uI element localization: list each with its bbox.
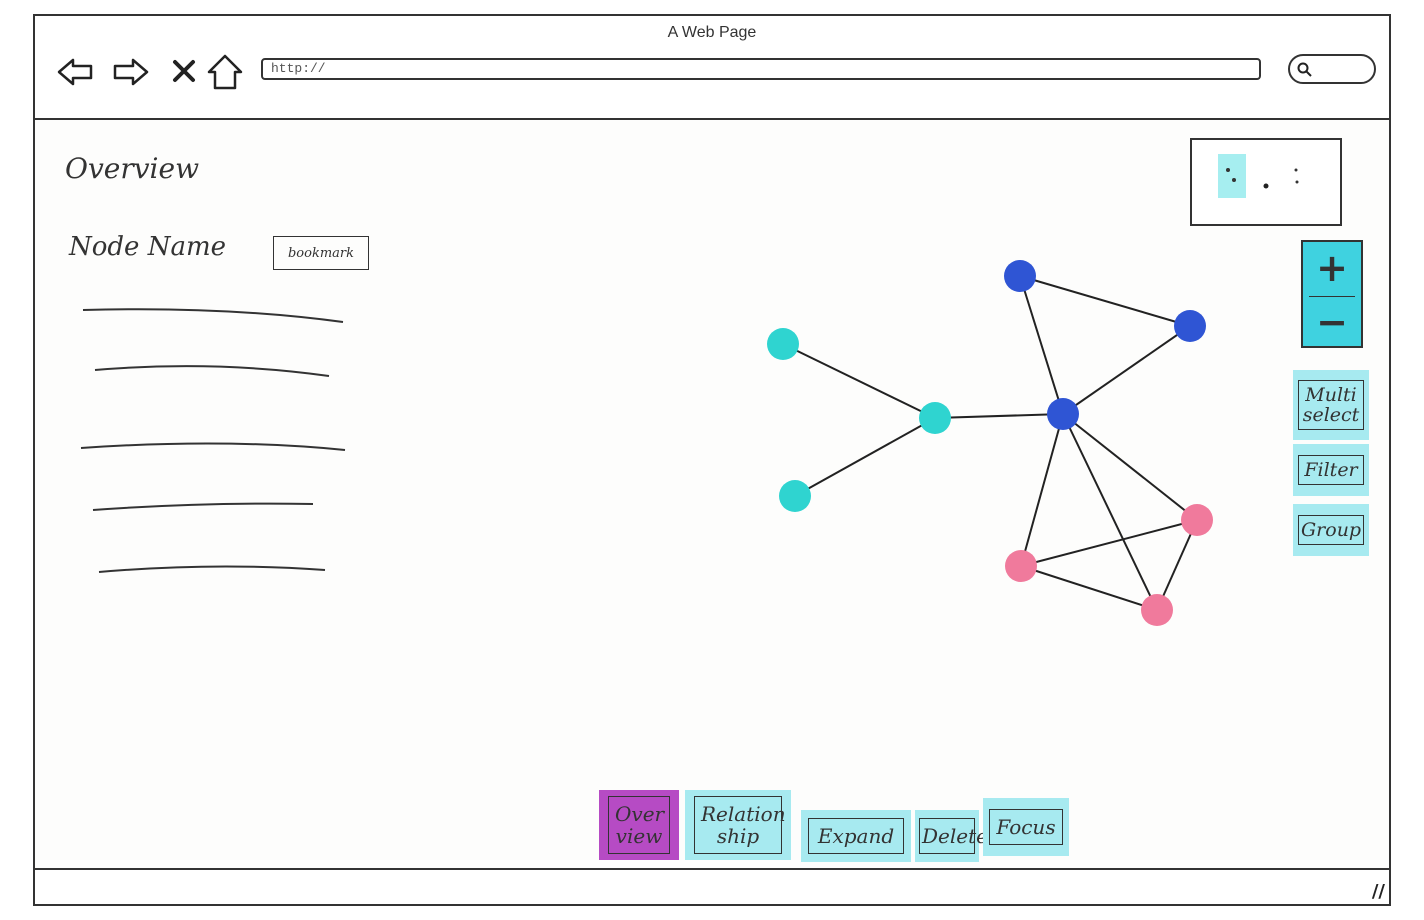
multi-select-label: Multi select	[1298, 380, 1364, 430]
graph-edge	[1020, 413, 1064, 567]
status-bar: //	[35, 868, 1389, 904]
detail-line	[98, 565, 326, 573]
tab-delete[interactable]: Delete	[915, 810, 988, 862]
graph-node-teal[interactable]	[779, 480, 811, 512]
panel-heading: Overview	[65, 152, 200, 185]
graph-node-blue[interactable]	[1004, 260, 1036, 292]
tab-relationship[interactable]: Relation ship	[685, 790, 791, 860]
graph-edge	[1156, 519, 1198, 611]
graph-edge	[1019, 275, 1191, 327]
graph-edge	[1020, 565, 1158, 611]
detail-line	[80, 442, 346, 451]
tab-label: Over view	[608, 796, 670, 854]
tab-label: Delete	[919, 818, 988, 854]
window-title: A Web Page	[667, 24, 757, 41]
url-input[interactable]: http://	[261, 58, 1261, 80]
graph-node-teal[interactable]	[767, 328, 799, 360]
graph-edge	[1062, 413, 1158, 611]
search-icon	[1297, 62, 1312, 77]
minimap-viewport[interactable]	[1218, 154, 1246, 198]
graph-node-pink[interactable]	[1181, 504, 1213, 536]
group-label: Group	[1298, 515, 1364, 545]
graph-edge	[1020, 519, 1198, 567]
tab-focus[interactable]: Focus	[983, 798, 1069, 856]
graph-node-pink[interactable]	[1005, 550, 1037, 582]
graph-node-pink[interactable]	[1141, 594, 1173, 626]
graph-node-blue[interactable]	[1047, 398, 1079, 430]
search-input[interactable]	[1288, 54, 1376, 84]
detail-line	[92, 502, 314, 511]
graph-node-teal[interactable]	[919, 402, 951, 434]
detail-line	[82, 308, 344, 323]
graph-edge	[1062, 413, 1198, 521]
home-icon[interactable]	[205, 52, 245, 92]
tab-overview[interactable]: Over view	[599, 790, 679, 860]
network-graph[interactable]	[715, 260, 1235, 660]
graph-edge	[1019, 275, 1064, 415]
zoom-divider	[1309, 296, 1355, 297]
bookmark-button[interactable]: bookmark	[273, 236, 369, 270]
node-name-label: Node Name	[69, 232, 226, 262]
graph-edge	[934, 413, 1064, 419]
tab-label: Relation ship	[694, 796, 786, 854]
resize-handle-icon[interactable]: //	[1371, 881, 1385, 902]
zoom-control: + −	[1301, 240, 1363, 348]
tab-label: Expand	[808, 818, 904, 854]
forward-arrow-icon[interactable]	[111, 52, 151, 92]
tab-expand[interactable]: Expand	[801, 810, 911, 862]
graph-node-blue[interactable]	[1174, 310, 1206, 342]
tab-label: Focus	[989, 809, 1063, 845]
browser-titlebar: A Web Page http://	[35, 16, 1389, 120]
filter-label: Filter	[1298, 455, 1364, 485]
zoom-out-button[interactable]: −	[1316, 300, 1348, 344]
browser-window: A Web Page http:// Overview Node Name bo…	[33, 14, 1391, 906]
group-button[interactable]: Group	[1293, 504, 1369, 556]
filter-button[interactable]: Filter	[1293, 444, 1369, 496]
page-content: Overview Node Name bookmark + − Multi se…	[35, 120, 1389, 872]
zoom-in-button[interactable]: +	[1316, 246, 1348, 290]
close-icon[interactable]	[165, 52, 205, 92]
graph-edge	[782, 343, 936, 419]
graph-edge	[794, 417, 936, 497]
back-arrow-icon[interactable]	[55, 52, 95, 92]
multi-select-button[interactable]: Multi select	[1293, 370, 1369, 440]
detail-line	[94, 365, 330, 377]
minimap[interactable]	[1190, 138, 1342, 226]
minimap-graph	[1226, 168, 1299, 189]
node-detail-lines	[80, 308, 346, 573]
graph-edge	[1062, 325, 1191, 415]
